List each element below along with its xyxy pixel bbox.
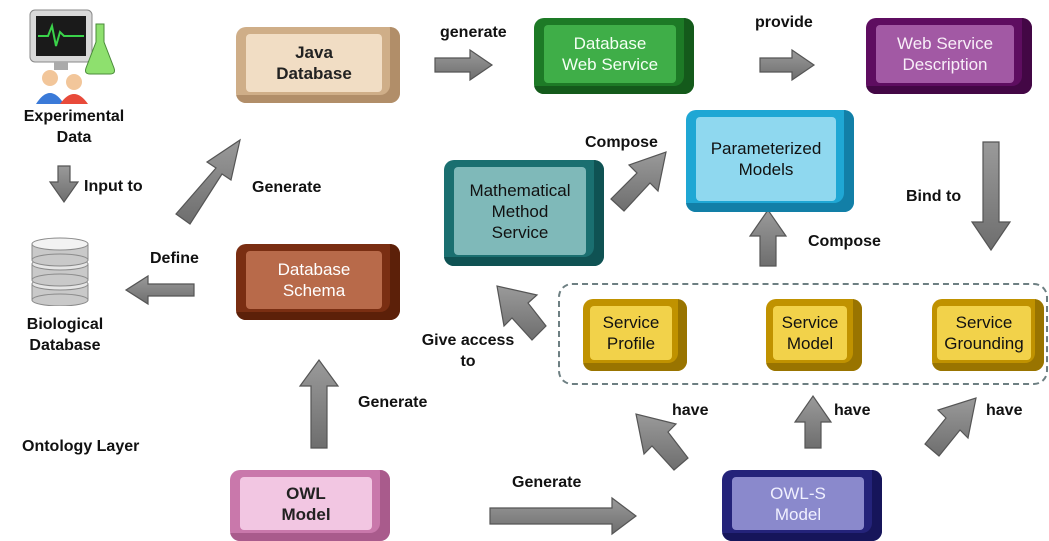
have-3-label: have [986,402,1023,419]
owl-s-model-label: OWL-S Model [732,477,864,530]
provide-label: provide [755,14,813,31]
have-2-label: have [834,402,871,419]
generate-owls-label: Generate [512,474,582,491]
service-profile-box: Service Profile [583,299,687,371]
arrow-generate-ws [434,48,494,82]
give-access-to-label: Give access to [421,332,515,370]
arrow-generate-owls [489,496,637,536]
parameterized-models-box: Parameterized Models [686,110,854,212]
generate-schema-label: Generate [358,394,428,411]
mathematical-method-service-label: Mathematical Method Service [454,167,586,255]
arrow-give-access [496,285,547,341]
define-label: Define [150,250,199,267]
database-web-service-label: Database Web Service [544,25,676,83]
arrow-bind-to [970,141,1012,252]
database-schema-box: Database Schema [236,244,400,320]
input-to-label: Input to [84,178,143,195]
experimental-data-label: Experimental Data [23,108,125,146]
service-model-label: Service Model [773,306,847,360]
service-grounding-box: Service Grounding [932,299,1044,371]
database-icon [28,234,92,307]
service-profile-label: Service Profile [590,306,672,360]
owl-model-box: OWL Model [230,470,390,541]
java-database-box: Java Database [236,27,400,103]
owl-model-label: OWL Model [240,477,372,530]
service-model-box: Service Model [766,299,862,371]
parameterized-models-label: Parameterized Models [696,117,836,201]
arrow-compose-top [610,151,667,212]
service-group-frame [558,283,1048,385]
compose-top-label: Compose [585,134,658,151]
web-service-description-box: Web Service Description [866,18,1032,94]
ontology-layer-label: Ontology Layer [22,438,140,455]
generate-ws-label: generate [440,24,507,41]
arrow-input-to [48,165,80,204]
arrow-have-2 [793,394,833,449]
arrow-generate-java [175,138,241,225]
arrow-generate-schema [298,358,340,449]
arrow-have-1 [635,413,689,471]
have-1-label: have [672,402,709,419]
service-grounding-label: Service Grounding [937,306,1031,360]
arrow-compose-right [748,208,788,267]
arrow-provide [759,48,816,82]
biological-database-label: Biological Database [26,316,104,354]
web-service-description-label: Web Service Description [876,25,1014,83]
database-web-service-box: Database Web Service [534,18,694,94]
database-schema-label: Database Schema [246,251,382,309]
experimental-data-icon [28,4,118,104]
mathematical-method-service-box: Mathematical Method Service [444,160,604,266]
compose-right-label: Compose [808,233,881,250]
java-database-label: Java Database [246,34,382,92]
owl-s-model-box: OWL-S Model [722,470,882,541]
generate-java-label: Generate [252,179,322,196]
bind-to-label: Bind to [906,188,962,205]
arrow-define [124,274,195,306]
arrow-have-3 [924,397,977,457]
